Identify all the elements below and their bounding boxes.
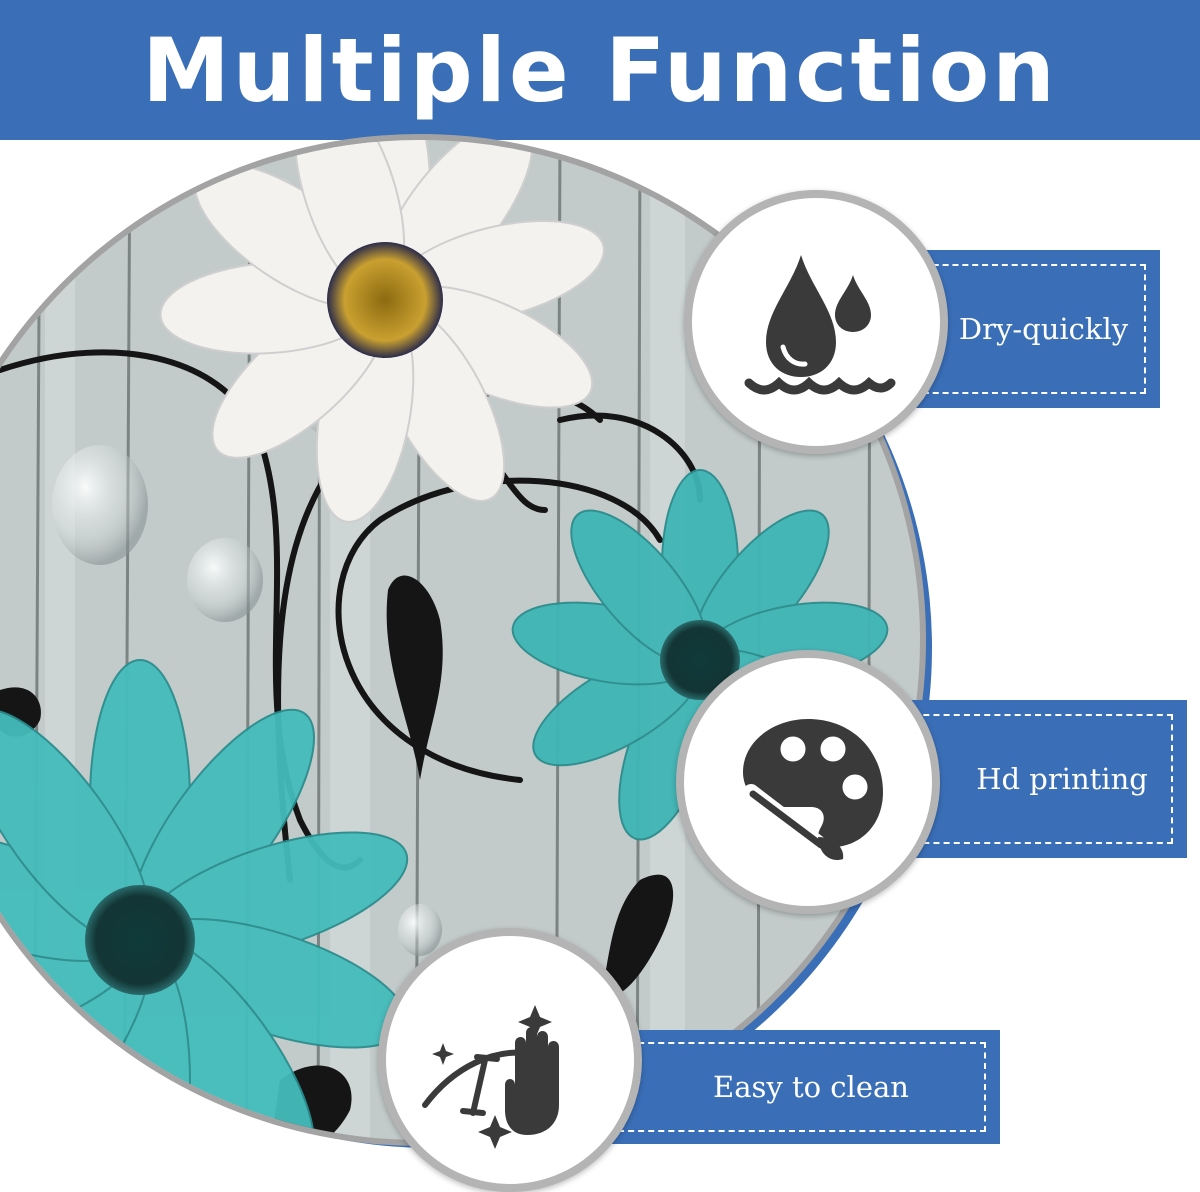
- label-dashed-frame: Hd printing: [903, 714, 1173, 844]
- label-dashed-frame: Easy to clean: [608, 1042, 986, 1132]
- feature-label-text: Easy to clean: [713, 1070, 909, 1104]
- badge-easy-to-clean: [378, 928, 642, 1192]
- white-daisy: [159, 140, 605, 523]
- vine-leaf: [386, 575, 443, 780]
- badge-dry-quickly: [684, 190, 948, 454]
- label-dashed-frame: Dry-quickly: [913, 264, 1146, 394]
- feature-label-text: Dry-quickly: [958, 312, 1129, 346]
- feature-label-hd-printing: Hd printing: [895, 700, 1187, 858]
- banner-title: Multiple Function: [142, 18, 1058, 122]
- feature-label-easy-to-clean: Easy to clean: [600, 1030, 1000, 1144]
- header-banner: Multiple Function: [0, 0, 1200, 140]
- paint-palette-icon: [743, 719, 883, 861]
- vine-leaf: [600, 874, 674, 1000]
- badge-hd-printing: [676, 650, 940, 914]
- water-drop-icon: [744, 255, 896, 395]
- wipe-hand-icon: [422, 1005, 559, 1149]
- feature-label-text: Hd printing: [976, 762, 1148, 796]
